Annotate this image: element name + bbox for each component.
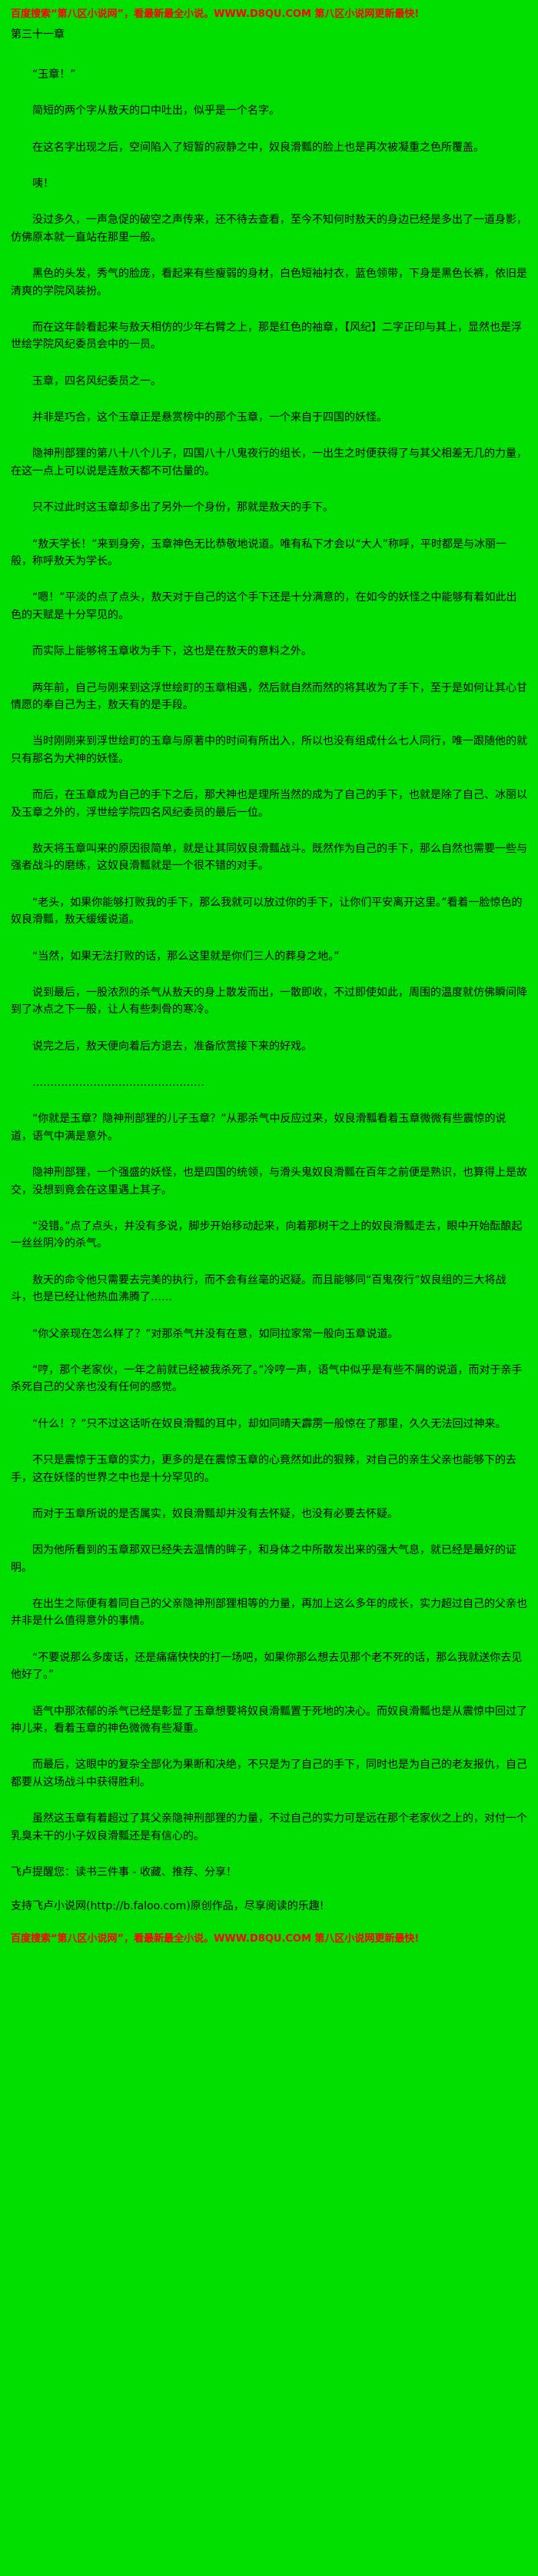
site-promo-footer: 百度搜索“第八区小说网”，看最新最全小说。WWW.D8QU.COM 第八区小说网… [11,1932,420,1945]
paragraph: 说到最后，一股浓烈的杀气从敖天的身上散发而出，一散即收，不过即使如此，周围的温度… [11,986,527,1017]
paragraph: ………………………………………… [32,1077,204,1090]
paragraph: “敖天学长！”来到身旁，玉章神色无比恭敬地说道。唯有私下才会以“大人”称呼，平时… [11,537,507,568]
paragraph: 在这名字出现之后，空间陷入了短暂的寂静之中，奴良滑瓢的脸上也是再次被凝重之色所覆… [32,141,484,154]
paragraph: 咦！ [32,177,54,190]
paragraph: 在出生之际便有着同自己的父亲隐神刑部狸相等的力量，再加上这么多年的成长，实力超过… [11,1598,527,1628]
paragraph: “什么！？”只不过这话听在奴良滑瓢的耳中，却如同晴天霹雳一般惊在了那里，久久无法… [32,1417,506,1430]
paragraph: 而后，在玉章成为自己的手下之后，那犬神也是理所当然的成为了自己的手下，也就是除了… [11,789,527,819]
paragraph: 虽然这玉章有着超过了其父亲隐神刑部狸的力量，不过自己的实力可是远在那个老家伙之上… [11,1812,527,1842]
paragraph: 而在这年龄看起来与敖天相仿的少年右臂之上，那是红色的袖章，【风纪】二字正印与其上… [11,321,522,351]
paragraph: 敖天将玉章叫来的原因很简单，就是让其同奴良滑瓢战斗。既然作为自己的手下，那么自然… [11,842,527,873]
paragraph: “当然，如果无法打败的话，那么这里就是你们三人的葬身之地。” [32,950,340,963]
paragraph: 说完之后，敖天便向着后方退去，准备欣赏接下来的好戏。 [32,1040,312,1053]
paragraph: “老头，如果你能够打败我的手下，那么我就可以放过你的手下，让你们平安离开这里。”… [11,896,523,927]
reading-reminder: 飞卢提醒您：读书三件事 - 收藏、推荐、分享！ [11,1866,237,1879]
paragraph: 不只是震惊于玉章的实力，更多的是在震惊玉章的心竟然如此的狠辣，对自己的亲生父亲也… [11,1454,516,1484]
support-note: 支持飞卢小说网(http://b.faloo.com)原创作品，尽享阅读的乐趣! [11,1900,324,1913]
paragraph: 只不过此时这玉章却多出了另外一个身份，那就是敖天的手下。 [32,501,334,514]
paragraph: “不要说那么多废话，还是痛痛快快的打一场吧，如果你那么想去见那个老不死的话，那么… [11,1651,523,1682]
paragraph: 隐神刑部狸的第八十八个儿子，四国八十八鬼夜行的组长，一出生之时便获得了与其父相差… [11,448,527,478]
paragraph: 因为他所看到的玉章那双已经失去温情的眸子，和身体之中所散发出来的强大气息，就已经… [11,1544,516,1574]
paragraph: 玉章，四名风纪委员之一。 [32,374,161,388]
paragraph: “没错。”点了点头，并没有多说，脚步开始移动起来，向着那树干之上的奴良滑瓢走去，… [11,1220,523,1250]
paragraph: 而实际上能够将玉章收为手下，这也是在敖天的意料之外。 [32,645,312,658]
paragraph: 当时刚刚来到浮世绘町的玉章与原著中的时间有所出入，所以也没有组成什么七人同行，唯… [11,735,527,765]
paragraph: 隐神刑部狸，一个强盛的妖怪，也是四国的统领，与滑头鬼奴良滑瓢在百年之前便是熟识，… [11,1167,527,1196]
paragraph: 而对于玉章所说的是否属实，奴良滑瓢却并没有去怀疑，也没有必要去怀疑。 [32,1507,398,1520]
paragraph: 并非是巧合，这个玉章正是悬赏榜中的那个玉章，一个来自于四国的妖怪。 [32,411,387,424]
paragraph: 简短的两个字从敖天的口中吐出，似乎是一个名字。 [32,105,280,118]
paragraph: “嗯！”平淡的点了点头，敖天对于自己的这个手下还是十分满意的，在如今的妖怪之中能… [11,591,517,621]
paragraph: “哼，那个老家伙，一年之前就已经被我杀死了。”冷哼一声，语气中似乎是有些不屑的说… [11,1363,523,1394]
paragraph: 没过多久，一声急促的破空之声传来，还不待去查看，至今不知何时敖天的身边已经是多出… [11,214,527,244]
paragraph: 敖天的命令他只需要去完美的执行，而不会有丝毫的迟疑。而且能够同“百鬼夜行”奴良组… [11,1273,506,1304]
paragraph: “玉章！” [32,68,76,81]
chapter-title: 第三十一章 [11,28,65,42]
paragraph: “你就是玉章？隐神刑部狸的儿子玉章？”从那杀气中反应过来，奴良滑瓢看着玉章微微有… [11,1113,506,1143]
paragraph: 两年前，自己与刚来到这浮世绘町的玉章相遇，然后就自然而然的将其收为了手下，至于是… [11,681,527,711]
paragraph: “你父亲现在怎么样了？”对那杀气并没有在意，如同拉家常一般向玉章说道。 [32,1327,399,1340]
paragraph: 语气中那浓郁的杀气已经是彰显了玉章想要将奴良滑瓢置于死地的决心。而奴良滑瓢也是从… [11,1705,527,1736]
site-promo-header: 百度搜索“第八区小说网”，看最新最全小说。WWW.D8QU.COM 第八区小说网… [11,8,420,20]
paragraph: 黑色的头发，秀气的脸庞，看起来有些瘦弱的身材，白色短袖衬衣，蓝色领带，下身是黑色… [11,268,527,298]
paragraphs: “玉章！” 简短的两个字从敖天的口中吐出，似乎是一个名字。在这名字出现之后，空间陷… [11,66,527,1845]
paragraph: 而最后，这眼中的复杂全部化为果断和决绝，不只是为了自己的手下，同时也是为自己的老… [11,1759,527,1789]
